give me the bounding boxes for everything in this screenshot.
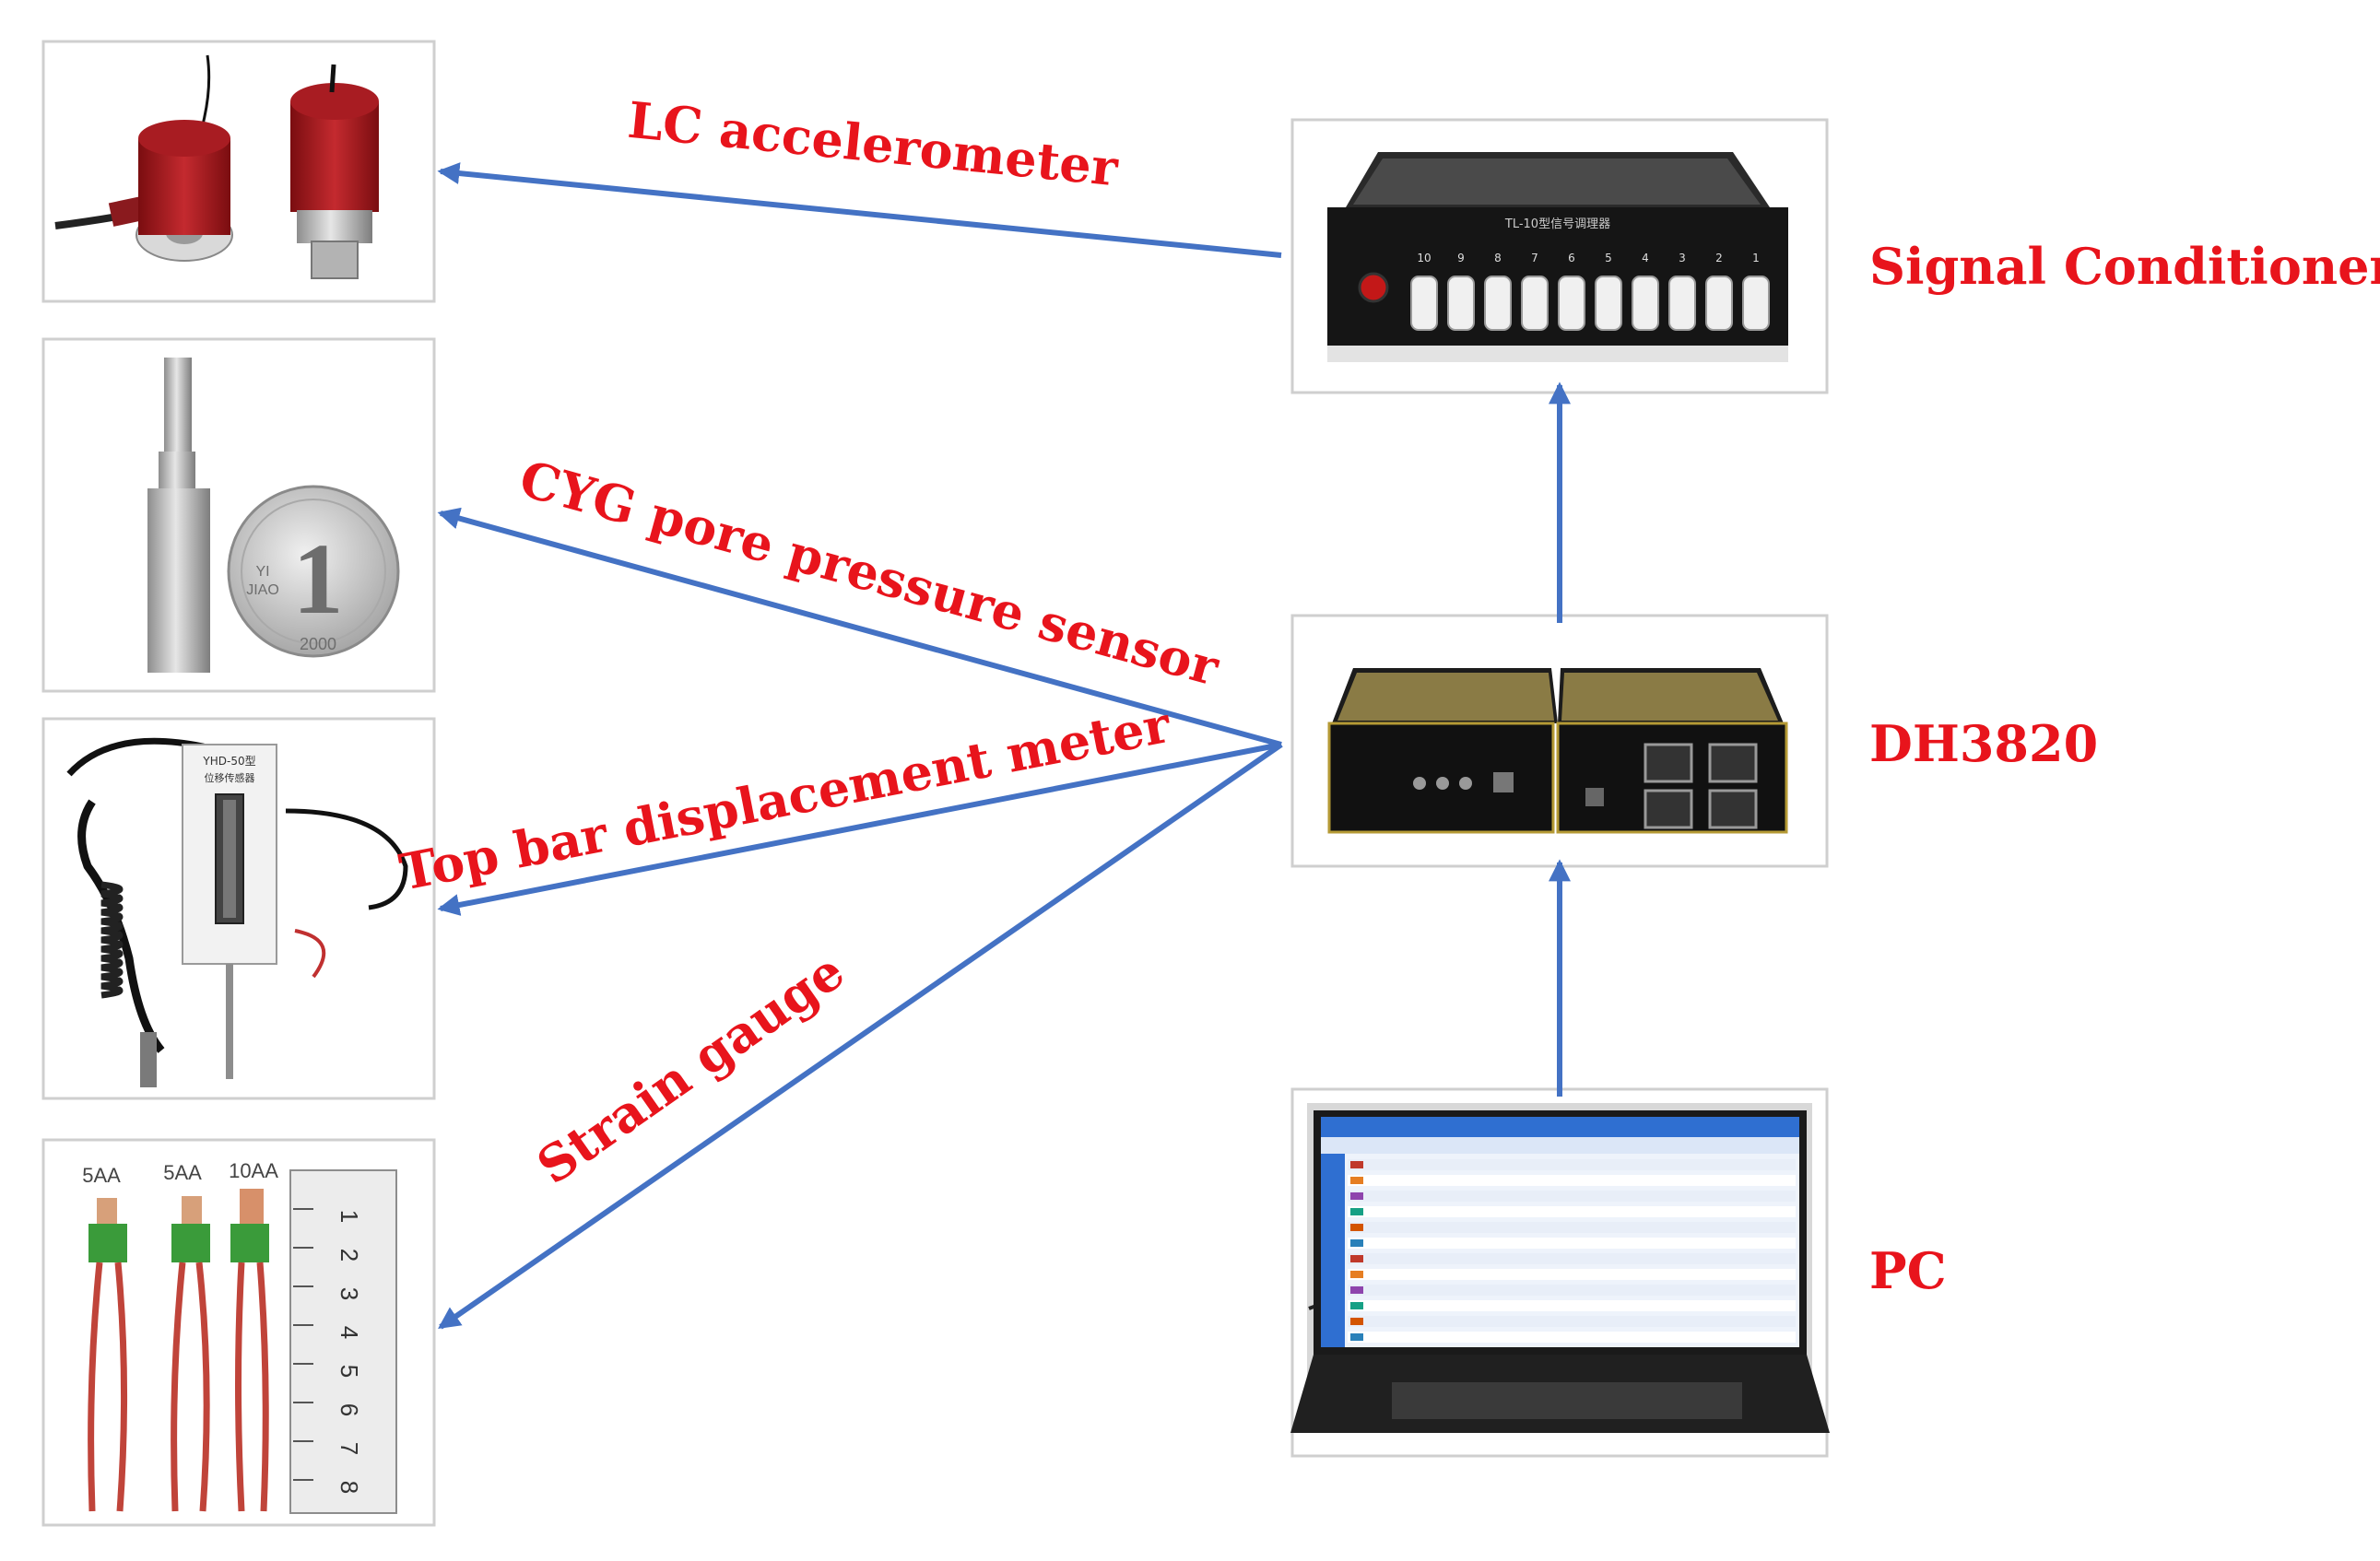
pc-table-row xyxy=(1348,1332,1796,1343)
label-top-bar-displacement-meter: Top bar displacement meter xyxy=(395,695,1175,902)
ruler-number: 6 xyxy=(336,1403,363,1416)
pc-row-color-chip xyxy=(1350,1271,1363,1278)
channel-number: 5 xyxy=(1605,252,1612,264)
pc-row-color-chip xyxy=(1350,1255,1363,1262)
channel-port xyxy=(1632,276,1659,331)
channel-port xyxy=(1705,276,1733,331)
channel-number: 1 xyxy=(1752,252,1760,264)
conditioner-panel-text: TL-10型信号调理器 xyxy=(1504,217,1610,231)
pc-table-row xyxy=(1348,1316,1796,1327)
cyg-pore-pressure-sensor-photo: 1 YI JIAO 2000 xyxy=(41,337,436,693)
ruler-number: 5 xyxy=(336,1365,363,1378)
label-lc-accelerometer: LC accelerometer xyxy=(625,90,1121,198)
pc-table-row xyxy=(1348,1269,1796,1280)
pc-table-row xyxy=(1348,1253,1796,1264)
pc-row-color-chip xyxy=(1350,1208,1363,1215)
ruler-number: 1 xyxy=(336,1210,363,1223)
ruler-number: 4 xyxy=(336,1326,363,1339)
pc-row-color-chip xyxy=(1350,1192,1363,1200)
strain-gauge-photo: 5AA 5AA 10AA 1 2 3 4 5 6 7 8 xyxy=(41,1138,436,1527)
label-pc: PC xyxy=(1869,1241,1947,1300)
connection-arrows xyxy=(437,162,1571,1330)
pc-row-color-chip xyxy=(1350,1333,1363,1341)
pc-row-color-chip xyxy=(1350,1286,1363,1294)
coin-year: 2000 xyxy=(300,635,336,653)
strain-tag-2: 5AA xyxy=(163,1161,202,1184)
pc-row-color-chip xyxy=(1350,1161,1363,1168)
label-signal-conditioners: Signal Conditioners xyxy=(1869,237,2380,296)
channel-number: 6 xyxy=(1568,252,1575,264)
channel-port xyxy=(1558,276,1585,331)
arrow-to-displacement-meter xyxy=(437,742,1282,916)
pc-row-color-chip xyxy=(1350,1224,1363,1231)
pc-photo xyxy=(1290,1087,1830,1458)
arrow-to-strain-gauge xyxy=(438,742,1283,1330)
channel-port xyxy=(1410,276,1438,331)
strain-tag-1: 5AA xyxy=(82,1164,121,1187)
pc-table-row xyxy=(1348,1191,1796,1202)
pc-row-color-chip xyxy=(1350,1302,1363,1309)
channel-number: 2 xyxy=(1715,252,1723,264)
tag-name: 位移传感器 xyxy=(205,771,255,784)
ruler-scale: 1 2 3 4 5 6 7 8 xyxy=(293,1208,363,1494)
lc-accelerometer-photo xyxy=(41,40,436,303)
coin-text-jiao: JIAO xyxy=(246,582,279,598)
channel-number: 8 xyxy=(1494,252,1502,264)
ruler-number: 7 xyxy=(336,1442,363,1455)
channel-number: 10 xyxy=(1417,252,1431,264)
ruler-number: 3 xyxy=(336,1287,363,1300)
ruler-number: 8 xyxy=(336,1481,363,1494)
pc-table-row xyxy=(1348,1222,1796,1233)
signal-conditioners-photo: TL-10型信号调理器 10 9 8 7 6 5 4 3 2 1 xyxy=(1290,118,1829,394)
label-strain-gauge: Strain gauge xyxy=(526,941,854,1195)
channel-port xyxy=(1668,276,1696,331)
coin-text-yi: YI xyxy=(255,564,269,580)
coin-numeral: 1 xyxy=(293,522,344,635)
label-dh3820: DH3820 xyxy=(1869,714,2098,773)
channel-port xyxy=(1595,276,1622,331)
pc-row-color-chip xyxy=(1350,1239,1363,1247)
pc-row-color-chip xyxy=(1350,1318,1363,1325)
strain-tag-3: 10AA xyxy=(229,1159,278,1182)
label-cyg-pore-pressure-sensor: CYG pore pressure sensor xyxy=(513,449,1225,698)
pc-table-row xyxy=(1348,1285,1796,1296)
channel-port xyxy=(1484,276,1512,331)
arrow-to-lc-accelerometer xyxy=(437,162,1282,258)
channel-number: 3 xyxy=(1679,252,1686,264)
ruler-number: 2 xyxy=(336,1249,363,1262)
pc-table-row xyxy=(1348,1175,1796,1186)
tag-model: YHD-50型 xyxy=(202,755,255,768)
channel-number: 9 xyxy=(1457,252,1465,264)
pc-screen-table xyxy=(1348,1159,1796,1343)
channel-port xyxy=(1447,276,1475,331)
dh3820-photo xyxy=(1290,614,1829,868)
conditioner-ports: 10 9 8 7 6 5 4 3 2 1 xyxy=(1410,252,1770,331)
channel-number: 7 xyxy=(1531,252,1538,264)
arrow-to-pore-pressure-sensor xyxy=(437,507,1282,747)
channel-port xyxy=(1742,276,1770,331)
pc-table-row xyxy=(1348,1300,1796,1311)
channel-number: 4 xyxy=(1642,252,1649,264)
pc-table-row xyxy=(1348,1206,1796,1217)
pc-table-row xyxy=(1348,1159,1796,1170)
pc-row-color-chip xyxy=(1350,1177,1363,1184)
pc-table-row xyxy=(1348,1238,1796,1249)
displacement-meter-photo: YHD-50型 位移传感器 xyxy=(41,717,436,1100)
channel-port xyxy=(1521,276,1549,331)
